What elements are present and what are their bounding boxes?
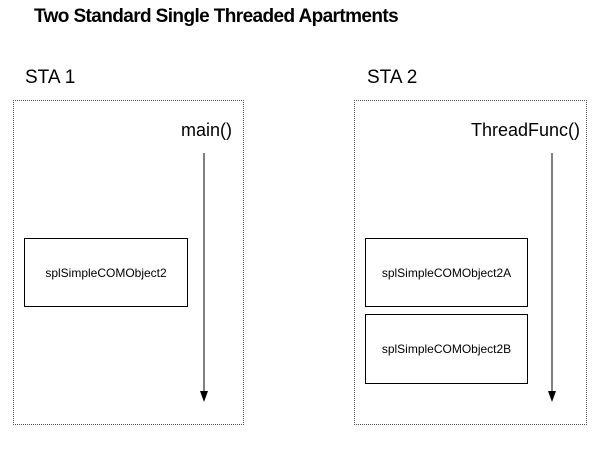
sta-1-box: main() splSimpleCOMObject2 xyxy=(13,100,244,425)
sta-1-thread-function: main() xyxy=(180,120,232,140)
diagram-title: Two Standard Single Threaded Apartments xyxy=(34,6,399,27)
sta-2-object-box-a: splSimpleCOMObject2A xyxy=(365,238,528,307)
sta-1-thread-arrow xyxy=(200,153,208,402)
sta-1-label: STA 1 xyxy=(25,67,76,88)
sta-2-label: STA 2 xyxy=(367,67,418,88)
sta-1-object-box: splSimpleCOMObject2 xyxy=(24,238,188,307)
sta-2-thread-function: ThreadFunc() xyxy=(470,120,580,140)
sta-2-box: ThreadFunc() splSimpleCOMObject2A splSim… xyxy=(354,100,587,425)
sta-2-thread-arrow xyxy=(548,153,556,402)
sta-2-object-box-b: splSimpleCOMObject2B xyxy=(365,314,528,384)
